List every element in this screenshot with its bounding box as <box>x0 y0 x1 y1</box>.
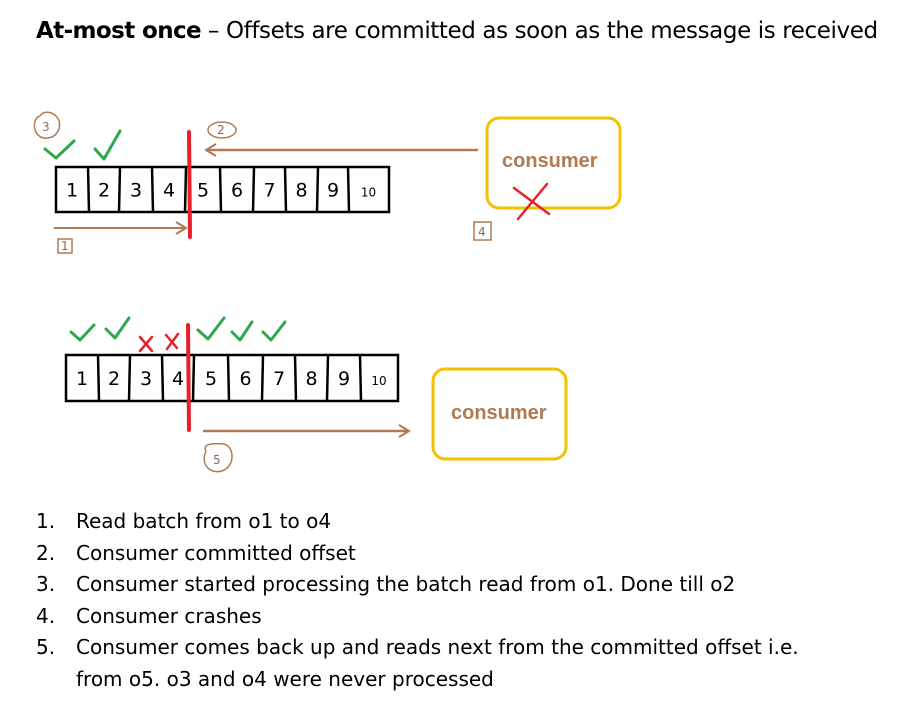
step-marker-2: 2 <box>207 121 237 139</box>
step-marker-1-label: 1 <box>61 239 69 253</box>
cell-divider <box>117 166 122 213</box>
step-marker-3-label: 3 <box>42 120 50 134</box>
cell-divider <box>251 166 256 213</box>
steps-list: 1. Read batch from o1 to o4 2. Consumer com… <box>36 506 799 695</box>
check-icon <box>93 129 122 161</box>
cell-divider <box>226 354 231 402</box>
message-cell-10: 10 <box>361 186 376 200</box>
cell-divider <box>358 354 363 402</box>
cell-divider <box>260 354 265 402</box>
cell-divider <box>127 354 132 402</box>
step-text: Consumer started processing the batch re… <box>76 572 736 596</box>
message-cell-5: 5 <box>205 368 217 390</box>
check-icon <box>230 320 254 342</box>
cell-divider <box>191 354 196 402</box>
message-cell-4: 4 <box>172 368 184 390</box>
message-cell-3: 3 <box>130 180 142 202</box>
consumer-box <box>485 116 622 210</box>
step-marker-2-label: 2 <box>217 123 225 137</box>
cell-divider <box>218 166 223 213</box>
title-bold: At-most once <box>36 18 202 44</box>
message-row-outline <box>64 353 400 403</box>
message-cell-8: 8 <box>305 368 317 390</box>
message-cell-7: 7 <box>273 368 285 390</box>
step-marker-4: 4 <box>473 221 492 241</box>
step-marker-3: 3 <box>33 111 61 139</box>
step-text: Read batch from o1 to o4 <box>76 509 332 533</box>
check-icon <box>43 139 76 160</box>
check-icon <box>69 323 96 342</box>
check-icon <box>104 316 131 340</box>
cell-divider <box>86 166 91 213</box>
cell-divider <box>315 166 320 213</box>
committed-offset-marker <box>187 130 192 239</box>
message-row-outline <box>54 165 391 214</box>
step-number: 3. <box>36 572 56 596</box>
message-cell-4: 4 <box>163 180 175 202</box>
x-mark-icon <box>164 332 180 351</box>
x-mark-icon <box>138 335 154 353</box>
message-cell-2: 2 <box>108 368 120 390</box>
step-item: 5. Consumer comes back up and reads next … <box>36 632 799 695</box>
consumer-label: consumer <box>502 150 598 172</box>
step-number: 2. <box>36 540 56 565</box>
title-rest: – Offsets are committed as soon as the m… <box>201 18 878 44</box>
message-cell-6: 6 <box>239 368 251 390</box>
message-cell-8: 8 <box>295 180 307 202</box>
message-cell-1: 1 <box>76 368 88 390</box>
step-number: 5. <box>36 635 56 659</box>
step-number: 1. <box>36 509 56 533</box>
step-item: 1. Read batch from o1 to o4 <box>36 506 799 538</box>
cell-divider <box>160 354 165 402</box>
check-icon <box>196 316 226 341</box>
message-cell-1: 1 <box>66 180 78 202</box>
step-text: Consumer comes back up and reads next fr… <box>76 635 799 659</box>
message-cell-10: 10 <box>371 374 386 388</box>
message-cell-9: 9 <box>338 368 350 390</box>
step-marker-1: 1 <box>57 238 73 254</box>
cell-divider <box>183 166 188 213</box>
message-cell-5: 5 <box>197 180 209 202</box>
step-marker-4-label: 4 <box>478 225 486 239</box>
cell-divider <box>293 354 298 402</box>
cell-divider <box>150 166 155 213</box>
crash-x-icon <box>512 182 551 221</box>
consumer-label: consumer <box>451 402 547 424</box>
message-cell-3: 3 <box>140 368 152 390</box>
page-title: At-most once – Offsets are committed as … <box>36 18 878 44</box>
cell-divider <box>283 166 288 213</box>
message-cell-7: 7 <box>263 180 275 202</box>
step-item: 2. Consumer committed offset <box>36 538 799 570</box>
consumer-box <box>431 367 568 461</box>
cell-divider <box>325 354 330 402</box>
check-icon <box>261 320 287 342</box>
message-cell-6: 6 <box>231 180 243 202</box>
cell-divider <box>346 166 351 213</box>
step-text: Consumer crashes <box>76 603 262 628</box>
cell-divider <box>96 354 101 402</box>
step-marker-5: 5 <box>203 442 233 473</box>
step-item: 4. Consumer crashes <box>36 601 799 633</box>
step-item: 3. Consumer started processing the batch … <box>36 569 799 601</box>
step-marker-5-label: 5 <box>213 453 221 467</box>
message-cell-9: 9 <box>327 180 339 202</box>
step-number: 4. <box>36 603 56 628</box>
message-cell-2: 2 <box>98 180 110 202</box>
committed-offset-marker <box>186 323 191 432</box>
step-text: from o5. o3 and o4 were never processed <box>76 666 494 691</box>
step-text: Consumer committed offset <box>76 540 356 565</box>
